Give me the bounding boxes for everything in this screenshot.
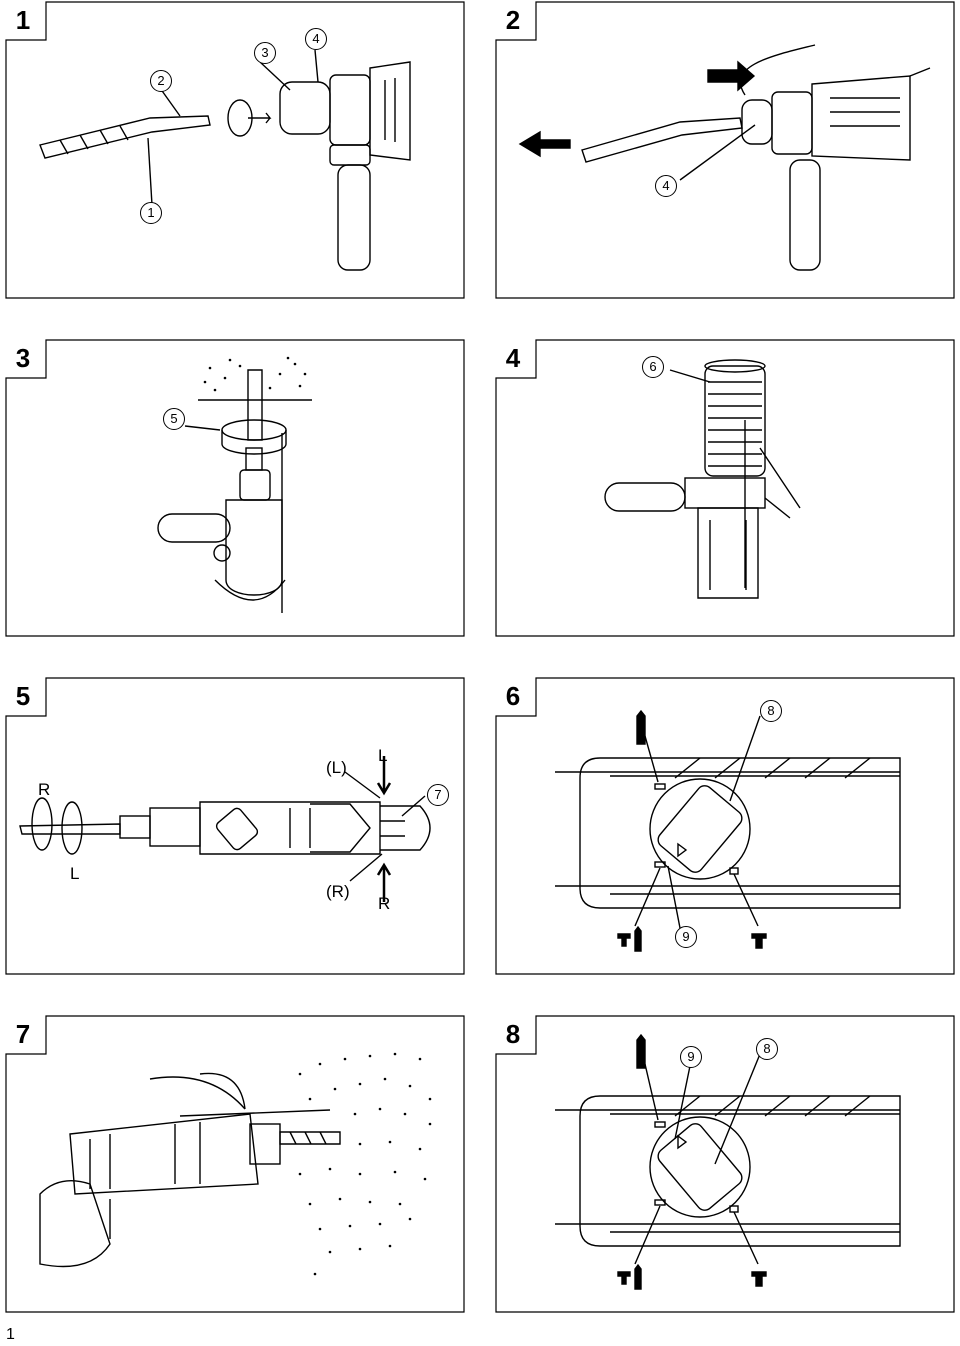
dust-cup-illustration (157, 356, 312, 613)
label-l-paren: (L) (326, 758, 347, 777)
panel-number: 8 (505, 1019, 521, 1049)
panel-number: 7 (15, 1019, 31, 1049)
panel-number: 1 (15, 5, 31, 35)
callout-4: 4 (655, 175, 677, 197)
drilling-operation-illustration (39, 1052, 432, 1276)
panel-frame (5, 339, 465, 637)
callout-1: 1 (140, 202, 162, 224)
callout-2: 2 (150, 70, 172, 92)
dust-guard-illustration (604, 359, 801, 599)
panel-frame (495, 677, 955, 975)
rotation-direction-illustration (19, 756, 431, 902)
panel-frame (495, 1015, 955, 1313)
panel-frame (5, 1015, 465, 1313)
panel-frame (5, 677, 465, 975)
panel-frame (5, 1, 465, 299)
callout-9: 9 (680, 1046, 702, 1068)
panel-number: 4 (505, 343, 521, 373)
drill-bit-remove-illustration (518, 44, 931, 271)
figure-panel-2: 2 4 (490, 0, 958, 300)
mode-selector-drill-only-illustration (555, 1033, 901, 1290)
callout-4: 4 (305, 28, 327, 50)
label-r-paren: (R) (326, 882, 350, 901)
label-l-bottom: L (70, 864, 80, 883)
callout-6: 6 (642, 356, 664, 378)
callout-7: 7 (427, 784, 449, 806)
callout-3: 3 (254, 42, 276, 64)
panel-frame (495, 1, 955, 299)
figure-panel-8: 8 9 8 (490, 1014, 958, 1314)
callout-8: 8 (760, 700, 782, 722)
figure-panel-1: 1 2 3 4 1 (0, 0, 468, 300)
panel-number: 2 (505, 5, 521, 35)
mode-selector-hammer-drill-illustration (555, 709, 901, 952)
panel-number: 3 (15, 343, 31, 373)
figure-panel-7: 7 (0, 1014, 468, 1314)
label-l-arrow: L (378, 746, 388, 765)
drill-bit-insert-illustration (39, 49, 411, 271)
panel-number: 5 (15, 681, 31, 711)
callout-5: 5 (163, 408, 185, 430)
callout-9: 9 (675, 926, 697, 948)
figure-panel-4: 4 6 (490, 338, 958, 638)
label-r-top: R (38, 780, 51, 799)
callout-8: 8 (756, 1038, 778, 1060)
page-number: 1 (6, 1326, 15, 1343)
figure-panel-3: 3 5 (0, 338, 468, 638)
panel-frame (495, 339, 955, 637)
label-r-arrow: R (378, 894, 391, 913)
figure-panel-5: 5 R L (L) L (R) R 7 (0, 676, 468, 976)
figure-panel-6: 6 8 9 (490, 676, 958, 976)
panel-number: 6 (505, 681, 521, 711)
